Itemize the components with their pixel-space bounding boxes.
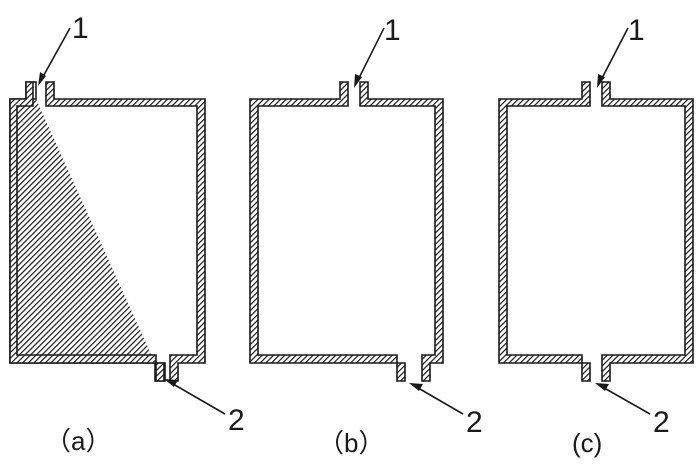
panel-a-right-wall — [45, 81, 206, 382]
panel-a-inlet-arrowhead — [38, 72, 46, 86]
panel-a-inlet-leader — [39, 27, 71, 83]
panel-c-outlet-arrowhead — [595, 383, 609, 391]
panel-c-inlet-arrowhead — [597, 74, 605, 88]
panel-a-chamber-wall — [9, 81, 166, 382]
panel-c-caption: (c) — [572, 428, 602, 458]
panel-c: 1 2 (c) — [498, 14, 694, 458]
panel-c-outlet-label: 2 — [653, 406, 670, 439]
panel-b-inlet-leader — [355, 27, 385, 85]
panel-b-right-wall — [359, 81, 444, 382]
panel-a-inlet-label: 1 — [72, 12, 89, 45]
panel-a-caption: （a） — [45, 426, 111, 456]
panel-a-outlet-leader — [167, 380, 226, 415]
panel-b-outlet-arrowhead — [409, 383, 423, 391]
panel-a-outlet-arrowhead — [164, 379, 178, 387]
panel-b-inlet-arrowhead — [354, 74, 362, 88]
panel-b-caption: （b） — [318, 428, 384, 458]
panel-c-outlet-leader — [598, 384, 651, 415]
panel-b-inlet-label: 1 — [384, 14, 401, 47]
panel-b: 1 2 （b） — [249, 14, 483, 458]
panel-b-outlet-label: 2 — [466, 406, 483, 439]
panel-b-left-wall — [249, 81, 406, 382]
panel-c-inlet-label: 1 — [628, 14, 645, 47]
panel-c-right-wall — [601, 81, 694, 382]
panel-a-top-inlet-left-stub — [9, 81, 165, 382]
panel-b-outlet-leader — [412, 384, 464, 415]
panel-a: 1 2 （a） — [9, 12, 245, 456]
panel-a-outlet-label: 2 — [228, 404, 245, 437]
panel-c-left-wall — [498, 81, 591, 382]
panel-c-inlet-leader — [598, 27, 629, 85]
